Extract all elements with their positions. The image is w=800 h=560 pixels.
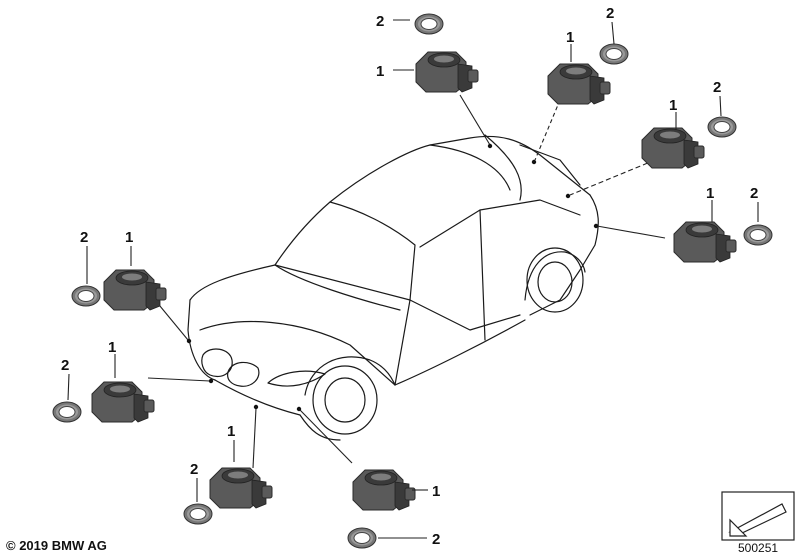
diagram-number: 500251 bbox=[738, 541, 779, 555]
ring-icon bbox=[414, 13, 444, 35]
sensor-icon bbox=[415, 51, 479, 93]
sensor-icon bbox=[209, 467, 273, 509]
leader-lines bbox=[147, 94, 666, 469]
part-group-right-middle: 2 1 bbox=[641, 79, 737, 169]
callout-sensor: 1 bbox=[566, 29, 574, 46]
part-group-top: 2 1 bbox=[376, 13, 479, 93]
ring-icon bbox=[52, 401, 82, 423]
copyright-text: © 2019 BMW AG bbox=[6, 538, 107, 553]
callout-sensor: 1 bbox=[227, 423, 235, 440]
callout-sensor: 1 bbox=[669, 97, 677, 114]
callout-sensor: 1 bbox=[706, 185, 714, 202]
sensor-icon bbox=[103, 269, 167, 311]
sensor-icon bbox=[91, 381, 155, 423]
sensor-icon bbox=[352, 469, 416, 511]
callout-sensor: 1 bbox=[432, 483, 440, 500]
callout-sensor: 1 bbox=[376, 63, 384, 80]
callout-sensor: 1 bbox=[108, 339, 116, 356]
callout-ring: 2 bbox=[432, 531, 440, 548]
callout-ring: 2 bbox=[61, 357, 69, 374]
sensor-icon bbox=[673, 221, 737, 263]
callout-ring: 2 bbox=[80, 229, 88, 246]
callout-ring: 2 bbox=[713, 79, 721, 96]
callout-sensor: 1 bbox=[125, 229, 133, 246]
callout-ring: 2 bbox=[190, 461, 198, 478]
part-group-upper-right: 2 1 bbox=[547, 5, 629, 105]
ring-icon bbox=[347, 527, 377, 549]
ring-icon bbox=[71, 285, 101, 307]
sensor-icon bbox=[547, 63, 611, 105]
part-group-bottom-left: 2 1 bbox=[183, 423, 273, 525]
part-group-left-upper: 2 1 bbox=[71, 229, 167, 311]
ring-icon bbox=[183, 503, 213, 525]
callout-ring: 2 bbox=[376, 13, 384, 30]
sensor-icon bbox=[641, 127, 705, 169]
car-outline bbox=[187, 134, 599, 441]
navigation-box[interactable] bbox=[721, 491, 795, 541]
callout-ring: 2 bbox=[606, 5, 614, 22]
ring-icon bbox=[707, 116, 737, 138]
part-group-left-lower: 2 1 bbox=[52, 339, 155, 423]
callout-ring: 2 bbox=[750, 185, 758, 202]
ring-icon bbox=[743, 224, 773, 246]
ring-icon bbox=[599, 43, 629, 65]
part-group-far-right: 2 1 bbox=[673, 185, 773, 263]
part-group-bottom-centre: 2 1 bbox=[347, 469, 440, 549]
arrow-icon bbox=[728, 503, 787, 537]
